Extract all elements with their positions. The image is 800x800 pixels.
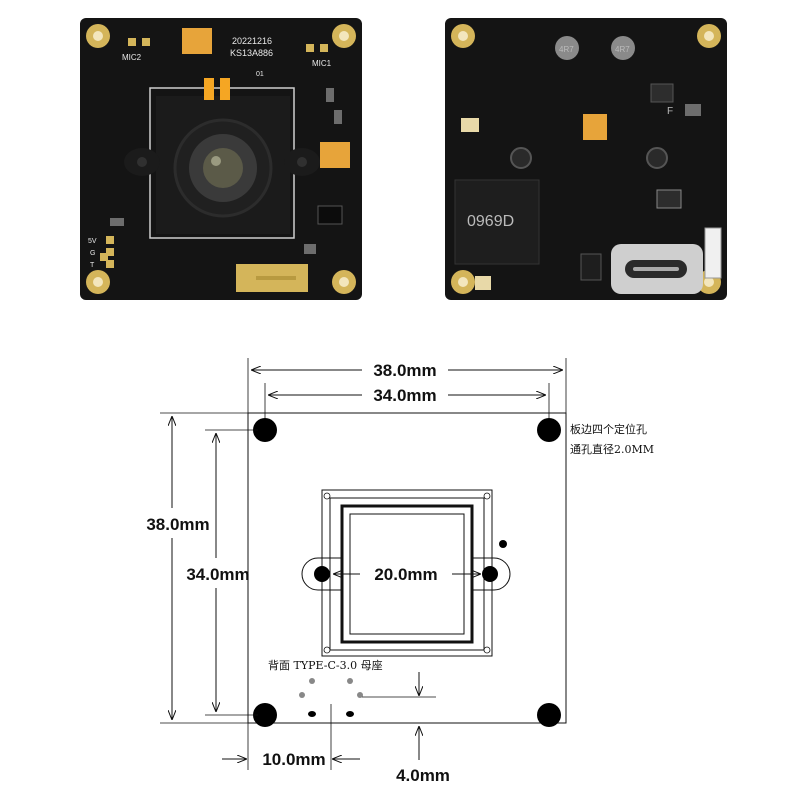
date-code: 20221216	[232, 36, 272, 46]
corner-hole	[253, 418, 277, 442]
smd-component	[110, 218, 124, 226]
small-dot	[499, 540, 507, 548]
j1-label: 01	[256, 71, 264, 78]
ear-hole-left	[314, 566, 330, 582]
lens-holder-dim-label: 20.0mm	[374, 565, 437, 584]
back-board-photo: 4R7 4R7 0969D F	[445, 18, 727, 300]
mounting-hole	[332, 270, 356, 294]
main-chip	[454, 179, 540, 265]
pin-5v-label: 5V	[88, 238, 97, 245]
smd-component	[475, 276, 491, 290]
model-code: KS13A886	[230, 48, 273, 58]
usb-edge-dim-label: 4.0mm	[396, 766, 450, 785]
corner-hole	[537, 418, 561, 442]
part-f-label: F	[667, 106, 673, 117]
mic1-pad	[320, 44, 328, 52]
ear-hole-right	[482, 566, 498, 582]
usb-pad	[357, 692, 363, 698]
pin-t-label: T	[90, 262, 95, 269]
pin-header	[106, 260, 114, 268]
smd-component	[685, 104, 701, 116]
lens-holder-tab	[220, 78, 230, 100]
screw	[510, 147, 532, 169]
usb-pad	[308, 711, 316, 717]
smd-component	[656, 189, 682, 209]
mounting-hole	[451, 24, 475, 48]
main-chip-label: 0969D	[467, 213, 514, 230]
smd-component	[334, 110, 342, 124]
lens-glass	[203, 148, 243, 188]
hole-note-line2: 通孔直径2.0MM	[570, 442, 654, 456]
usb-pad	[299, 692, 305, 698]
holder-corner-dot	[323, 646, 331, 654]
sot-chip	[317, 205, 343, 225]
mic1-label: MIC1	[312, 59, 332, 68]
tantalum-capacitor	[320, 142, 350, 168]
usb-pad	[346, 711, 354, 717]
smd-component	[100, 253, 108, 261]
outer-width-label: 38.0mm	[373, 361, 436, 380]
tantalum-capacitor	[182, 28, 212, 54]
inductor	[611, 36, 635, 60]
lens-holder-tab	[204, 78, 214, 100]
mounting-hole	[332, 24, 356, 48]
mic2-label: MIC2	[122, 53, 142, 62]
corner-hole	[253, 703, 277, 727]
pin-header	[106, 236, 114, 244]
mounting-hole	[697, 24, 721, 48]
usb-pad	[347, 678, 353, 684]
mounting-hole	[451, 270, 475, 294]
ear-screw-hole	[297, 157, 307, 167]
mechanical-drawing: 38.0mm 34.0mm 38.0mm 34.0mm 板边四个定位孔 通孔直径…	[146, 358, 654, 785]
front-board-photo: MIC2 MIC1 20221216 KS13A886 01 5V G T	[80, 18, 362, 300]
usb-offset-dim-label: 10.0mm	[262, 750, 325, 769]
hole-spacing-h-label: 34.0mm	[373, 386, 436, 405]
inductor-label: 4R7	[559, 45, 574, 54]
usb-pad	[309, 678, 315, 684]
smd-component	[326, 88, 334, 102]
lens-highlight	[211, 156, 221, 166]
pin-header	[106, 248, 114, 256]
screw	[646, 147, 668, 169]
ear-screw-hole	[137, 157, 147, 167]
holder-corner-dot	[483, 492, 491, 500]
corner-hole	[537, 703, 561, 727]
inductor-label: 4R7	[615, 45, 630, 54]
mounting-hole	[86, 24, 110, 48]
holder-corner-dot	[323, 492, 331, 500]
usb-note: 背面 TYPE-C-3.0 母座	[268, 658, 383, 672]
hole-spacing-v-label: 34.0mm	[186, 565, 249, 584]
mic2-pad	[142, 38, 150, 46]
pin-g-label: G	[90, 250, 95, 257]
smd-component	[304, 244, 316, 254]
connector-pads	[256, 276, 296, 280]
holder-corner-dot	[483, 646, 491, 654]
smd-component	[461, 118, 479, 132]
outer-height-label: 38.0mm	[146, 515, 209, 534]
hole-note-line1: 板边四个定位孔	[570, 422, 647, 436]
board-outline	[247, 412, 567, 724]
mic2-pad	[128, 38, 136, 46]
holder-ear-right	[472, 557, 511, 591]
tantalum-capacitor	[583, 114, 607, 140]
smd-component	[650, 83, 674, 103]
mic1-pad	[306, 44, 314, 52]
small-ic	[580, 253, 602, 281]
inductor	[555, 36, 579, 60]
mounting-hole	[86, 270, 110, 294]
side-connector	[704, 227, 722, 279]
usb-c-tongue	[633, 267, 679, 271]
holder-ear-left	[301, 557, 342, 591]
